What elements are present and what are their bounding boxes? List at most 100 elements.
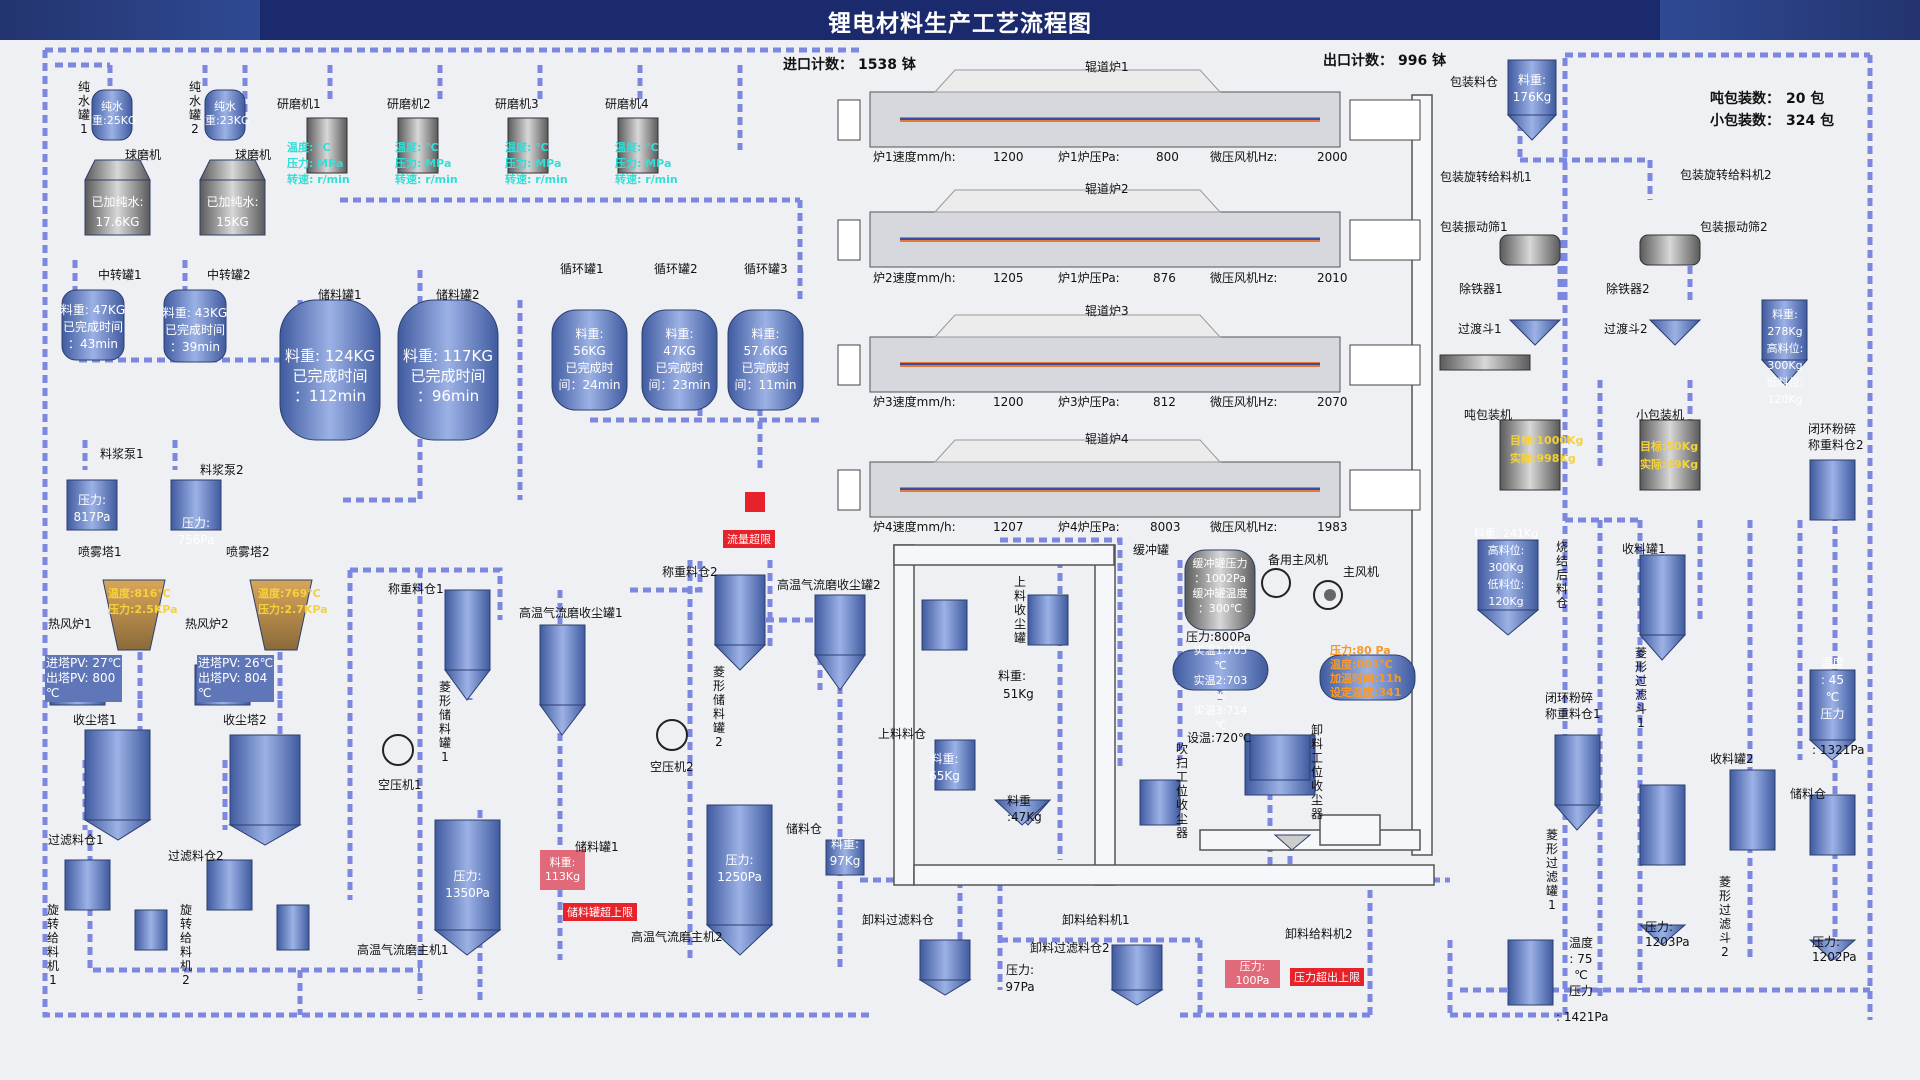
- hv-dust-tank-2-label: 高温气流磨收尘罐2: [777, 578, 881, 592]
- hot-stove-2-label: 热风炉2: [185, 617, 229, 631]
- iron-remover-1-label: 除铁器1: [1459, 282, 1503, 296]
- kiln-2-speed-value: 1205: [993, 271, 1024, 285]
- out-count-label: 出口计数：: [1323, 53, 1393, 69]
- buffer-pressure: 压力:800Pa: [1186, 630, 1251, 644]
- buffer-set-temp: 设温:720℃: [1187, 731, 1252, 745]
- pack-vibrate-1-label: 包装振动筛1: [1440, 220, 1508, 234]
- kiln-1-speed-value: 1200: [993, 150, 1024, 164]
- kiln-3-speed-label: 炉3速度mm/h:: [873, 395, 956, 409]
- compressors: [382, 568, 1343, 766]
- sinter-silo-label: 烧结后料仓: [1555, 540, 1568, 610]
- air-compressor-1-label: 空压机1: [378, 778, 422, 792]
- added-water-2: 已加纯水:15KG: [206, 195, 259, 229]
- transition-hopper-1-label: 过渡斗1: [1458, 322, 1502, 336]
- circ-tank-3-name: 循环罐3: [744, 262, 788, 276]
- main-fan-label: 主风机: [1343, 565, 1380, 579]
- slurry-pump-2-label: 料浆泵2: [200, 463, 244, 477]
- kiln-3-speed-value: 1200: [993, 395, 1024, 409]
- kiln-4-speed-value: 1207: [993, 520, 1024, 534]
- unload-feeder-1-label: 卸料给料机1: [1062, 913, 1130, 927]
- recv-tank-2-label: 收料罐2: [1710, 752, 1754, 766]
- kiln-rack: [893, 94, 1435, 886]
- kiln-3-press-label: 炉3炉压Pa:: [1058, 395, 1120, 409]
- spray-tower-1-label: 喷雾塔1: [78, 545, 122, 559]
- hv-main-1-label: 高温气流磨主机1: [357, 943, 449, 957]
- store-tank-mid-label: 储料罐1: [575, 840, 619, 854]
- kiln-2-label: 辊道炉2: [1085, 182, 1129, 196]
- mid-tank-2-name: 中转罐2: [207, 268, 251, 282]
- kiln-1-fan-label: 微压风机Hz:: [1210, 150, 1278, 164]
- pressure-over-limit-alarm: 压力超出上限: [1290, 968, 1364, 986]
- added-water-1: 已加纯水:17.6KG: [91, 195, 144, 229]
- kiln-3-fan-value: 2070: [1317, 395, 1348, 409]
- circ-tank-1-name: 循环罐1: [560, 262, 604, 276]
- mid-tank-1-name: 中转罐1: [98, 268, 142, 282]
- filter-silo-2-label: 过滤料仓2: [168, 849, 224, 863]
- kiln-3: [837, 314, 1421, 393]
- kiln-1-press-value: 800: [1156, 150, 1179, 164]
- small-packer-label: 小包装机: [1636, 408, 1685, 422]
- hv-main-1-pressure: 压力:1350Pa: [445, 869, 490, 900]
- pack-silo-readout: 料重:176Kg: [1512, 73, 1552, 104]
- kiln-4-label: 辊道炉4: [1085, 432, 1129, 446]
- store-tank-over-limit-alarm: 储料罐超上限: [563, 903, 637, 921]
- tun-pack-value: 20 包: [1786, 91, 1825, 107]
- buffer-tank-label: 缓冲罐: [1133, 543, 1170, 557]
- transition-hopper-2-label: 过渡斗2: [1604, 322, 1648, 336]
- out-count-value: 996 钵: [1398, 53, 1447, 69]
- grinder-4-label: 研磨机4: [605, 97, 649, 111]
- flow-over-limit-alarm: 流量超限: [723, 530, 775, 548]
- kiln-4-speed-label: 炉4速度mm/h:: [873, 520, 956, 534]
- weigh-silo-1-label: 称重料仓1: [388, 582, 444, 596]
- kiln-3-press-value: 812: [1153, 395, 1176, 409]
- kiln-2-fan-value: 2010: [1317, 271, 1348, 285]
- filter-silo-1-label: 过滤料仓1: [48, 833, 104, 847]
- slurry-pump-1-pressure: 压力:817Pa: [73, 493, 111, 524]
- storage-silo-right-label: 储料仓: [786, 822, 823, 836]
- grinder-bodies: [306, 117, 659, 174]
- kiln-1: [837, 69, 1421, 148]
- kiln-1-fan-value: 2000: [1317, 150, 1348, 164]
- kiln-3-fan-label: 微压风机Hz:: [1210, 395, 1278, 409]
- slurry-pump-1-label: 料浆泵1: [100, 447, 144, 461]
- pack-rotary-2-label: 包装旋转给料机2: [1680, 168, 1772, 182]
- recv-tank-1-label: 收料罐1: [1622, 542, 1666, 556]
- packaging-machines: [1439, 234, 1701, 491]
- weigh-silo-2-label: 称重料仓2: [662, 565, 718, 579]
- tanks: [49, 59, 1857, 1006]
- upper-silo-label: 上料料仓: [878, 727, 927, 741]
- pack-rotary-1-label: 包装旋转给料机1: [1440, 170, 1532, 184]
- kiln-1-label: 辊道炉1: [1085, 60, 1129, 74]
- right-press-1203: 压力:1203Pa: [1645, 920, 1690, 949]
- tun-packer-label: 吨包装机: [1464, 408, 1513, 422]
- kiln-1-press-label: 炉1炉压Pa:: [1058, 150, 1120, 164]
- dust-tower-1-label: 收尘塔1: [73, 713, 117, 727]
- hv-dust-tank-1-label: 高温气流磨收尘罐1: [519, 606, 623, 620]
- kiln-4-press-label: 炉4炉压Pa:: [1058, 520, 1120, 534]
- grinder-3-label: 研磨机3: [495, 97, 539, 111]
